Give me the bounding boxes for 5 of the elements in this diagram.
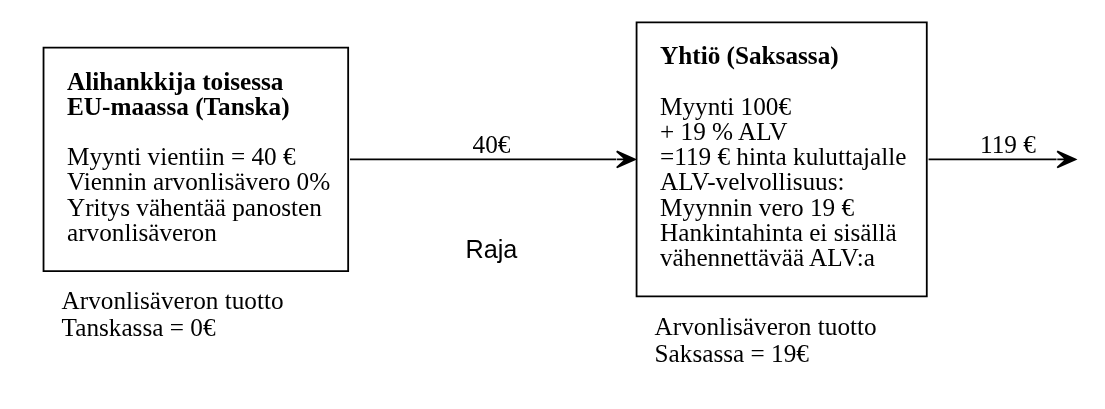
edge-label: 119 €	[979, 130, 1036, 158]
label: Raja	[465, 235, 518, 264]
node-label: Arvonlisäveron tuotto Tanskassa = 0€	[61, 287, 284, 342]
node-label: Arvonlisäveron tuotto Saksassa = 19€	[654, 312, 877, 367]
edge-label: 40€	[472, 130, 511, 158]
